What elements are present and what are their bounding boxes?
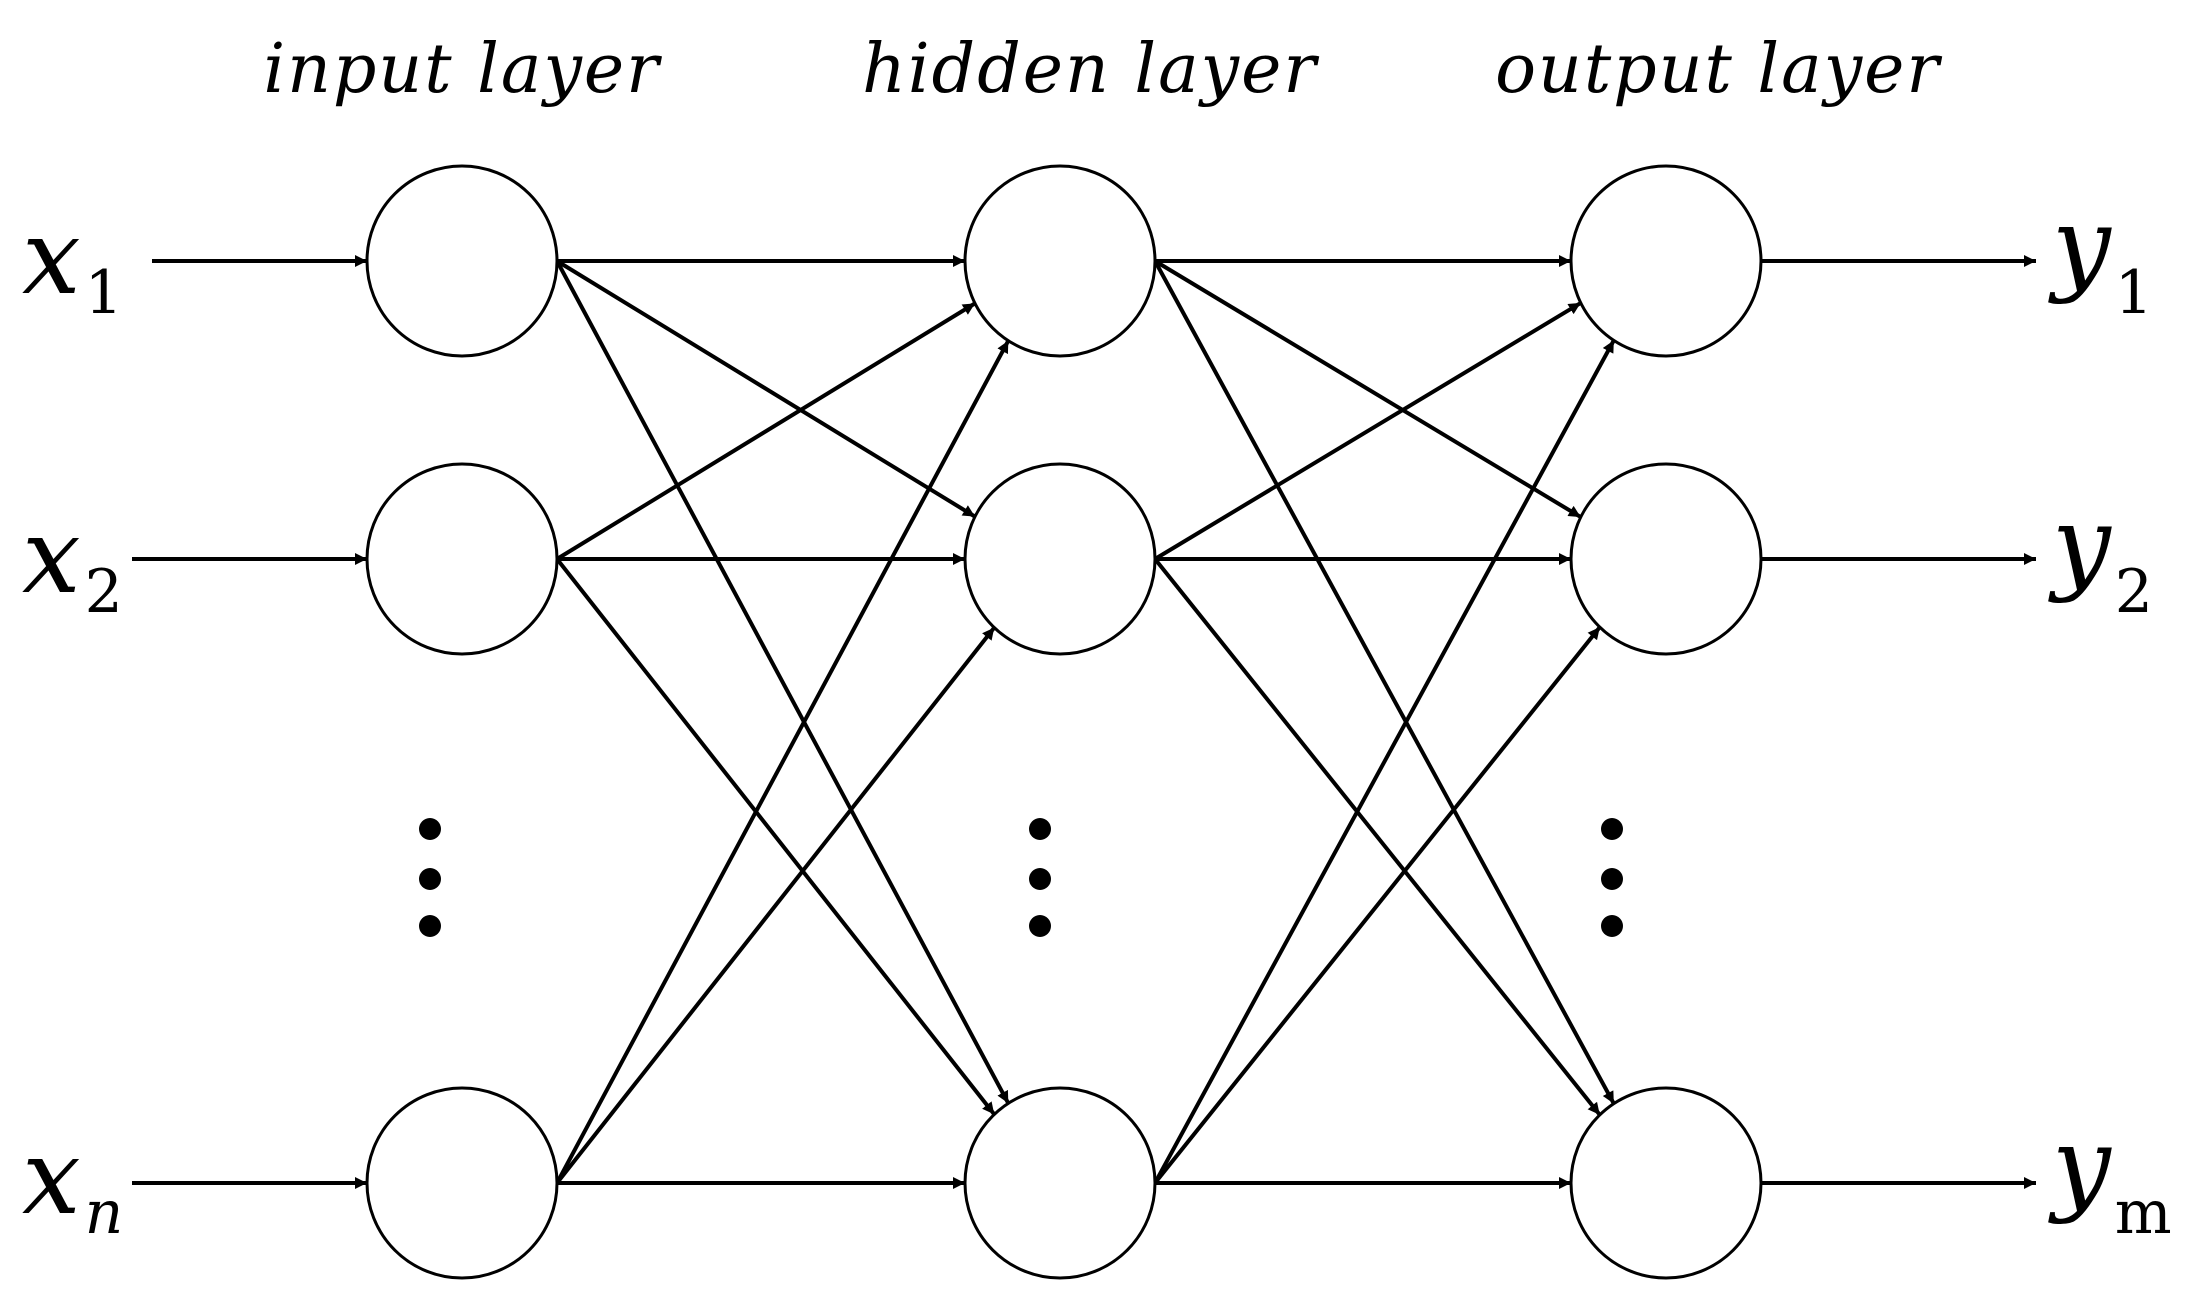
edge-l2-2-1 <box>1153 301 1582 561</box>
output-label-y2: y2 <box>2048 483 2153 627</box>
output-node-m <box>1569 1086 1763 1280</box>
edge-l2-2-3 <box>1153 557 1602 1117</box>
input-node-n <box>365 1086 559 1280</box>
hidden-node-n <box>963 1086 1157 1280</box>
hidden-layer-title: hidden layer <box>862 30 1319 109</box>
edge-l2-3-2 <box>1153 625 1602 1185</box>
edge-l1-1-2 <box>555 259 977 519</box>
edge-l1-2-1 <box>555 301 977 561</box>
input-node-2 <box>365 462 559 656</box>
output-node-2 <box>1569 462 1763 656</box>
output-label-ym: ym <box>2048 1104 2172 1248</box>
input-layer-title: input layer <box>263 30 662 109</box>
edge-l2-3-1 <box>1153 339 1616 1184</box>
edge-l1-1-3 <box>555 260 1011 1105</box>
edge-l1-3-2 <box>555 626 996 1185</box>
edge-l2-1-3 <box>1153 260 1616 1105</box>
output-label-y1: y1 <box>2048 184 2153 328</box>
output-node-1 <box>1569 164 1763 358</box>
edge-l1-2-3 <box>555 557 996 1116</box>
hidden-ellipsis <box>1029 818 1051 937</box>
input-label-xn: xn <box>22 1116 123 1248</box>
edge-l1-3-1 <box>555 339 1011 1184</box>
hidden-node-2 <box>963 462 1157 656</box>
input-ellipsis <box>419 818 441 937</box>
input-label-x2: x2 <box>22 495 123 627</box>
input-label-x1: x1 <box>22 196 123 328</box>
output-layer-title: output layer <box>1495 30 1942 109</box>
hidden-node-1 <box>963 164 1157 358</box>
connections <box>132 255 2036 1189</box>
edge-l2-1-2 <box>1153 259 1582 519</box>
output-ellipsis <box>1601 818 1623 937</box>
input-node-1 <box>365 164 559 358</box>
